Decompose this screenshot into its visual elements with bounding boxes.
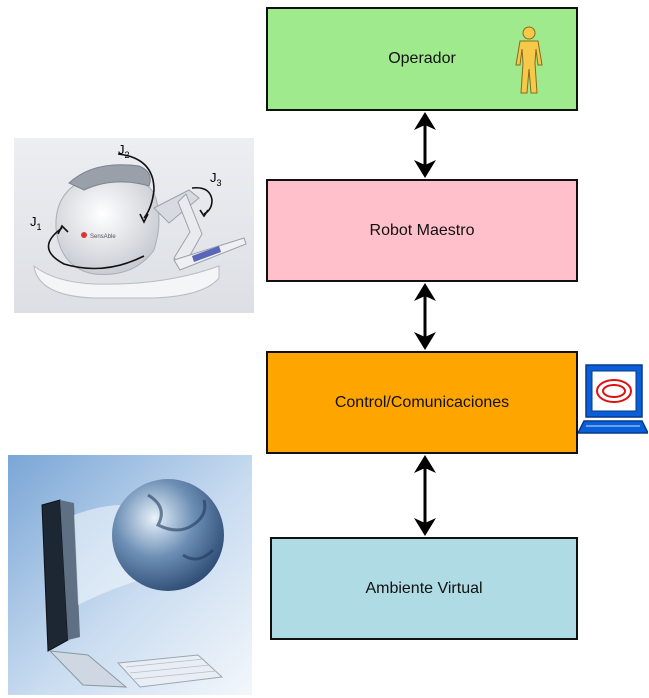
node-operador-label: Operador xyxy=(388,50,456,67)
node-control-label: Control/Comunicaciones xyxy=(334,393,510,411)
node-robot-maestro-label: Robot Maestro xyxy=(369,221,475,239)
node-ambiente-label: Ambiente Virtual xyxy=(365,579,483,597)
person-icon xyxy=(515,26,543,94)
computer-globe-image xyxy=(8,455,252,695)
node-robot-maestro: Robot Maestro xyxy=(266,179,578,282)
node-control-comunicaciones: Control/Comunicaciones xyxy=(266,351,578,454)
joint-label-j2: J2 xyxy=(118,142,130,160)
haptic-logo: SensAble xyxy=(90,234,116,240)
node-ambiente-virtual: Ambiente Virtual xyxy=(270,537,578,640)
computer-icon xyxy=(578,364,648,434)
joint-label-j3: J3 xyxy=(210,170,222,188)
joint-label-j1: J1 xyxy=(30,214,42,232)
haptic-device-image: SensAble J2 J3 J1 xyxy=(14,138,254,313)
